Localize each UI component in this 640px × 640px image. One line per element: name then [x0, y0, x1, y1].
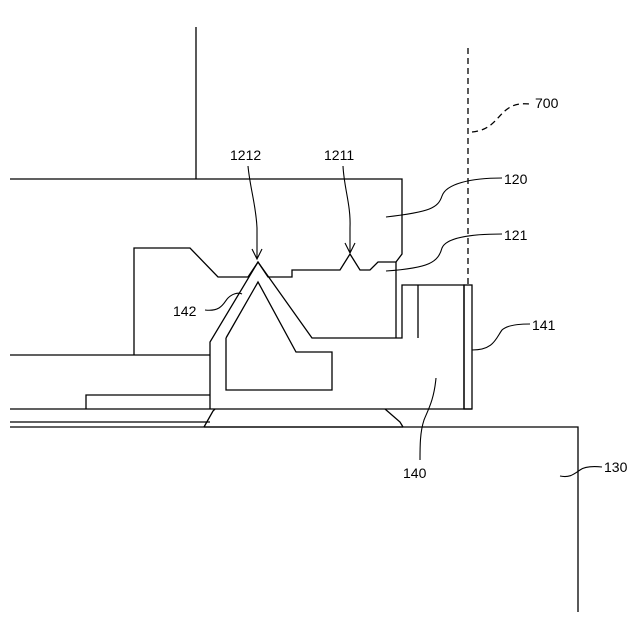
leader-142: [205, 293, 242, 310]
leader-700: [472, 104, 532, 132]
latch-142-inner: [226, 282, 332, 390]
base-foot-left: [204, 409, 215, 427]
component-140-outline: [210, 262, 464, 409]
leader-121: [386, 234, 502, 271]
leader-1212-arrow: [248, 166, 257, 258]
plate-141: [464, 285, 472, 409]
label-1212: 1212: [230, 147, 261, 163]
leader-130: [560, 467, 602, 477]
leader-140: [420, 378, 436, 460]
label-130: 130: [604, 459, 628, 475]
label-140: 140: [403, 465, 427, 481]
label-141: 141: [532, 317, 556, 333]
small-plate: [86, 395, 210, 409]
base-foot-right: [385, 409, 403, 427]
component-120-outline: [10, 179, 402, 355]
label-120: 120: [504, 171, 528, 187]
leader-120: [386, 178, 502, 217]
label-700: 700: [535, 95, 559, 111]
label-121: 121: [504, 227, 528, 243]
label-142: 142: [173, 303, 197, 319]
label-1211: 1211: [324, 147, 354, 163]
frame-130-outline: [10, 427, 578, 612]
leader-141: [472, 324, 530, 350]
